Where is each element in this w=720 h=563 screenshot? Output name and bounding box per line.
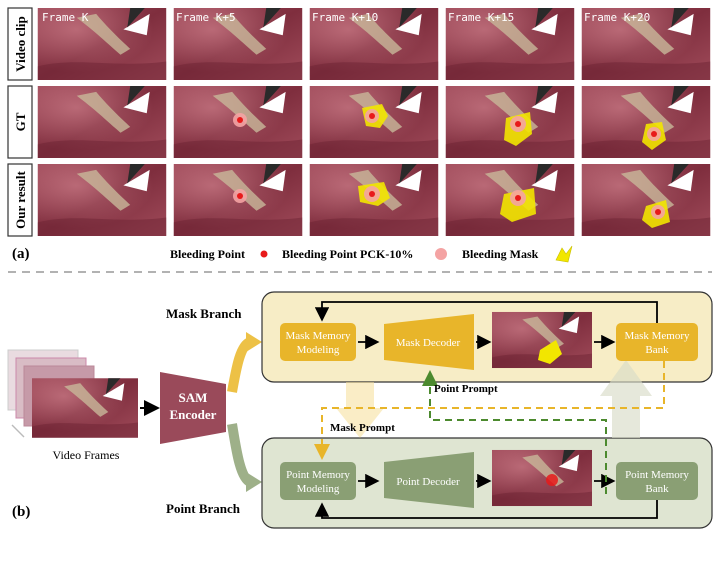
video-frames-label: Video Frames	[53, 448, 120, 462]
row-label-gt: GT	[7, 85, 33, 159]
frame-image	[37, 164, 167, 236]
point-decoder-label: Point Decoder	[396, 476, 460, 488]
encoder-label-sam: SAM	[179, 390, 208, 405]
legend: Bleeding Point Bleeding Point PCK-10% Bl…	[170, 245, 573, 263]
frame-image	[37, 86, 167, 158]
frame-label: Frame K+20	[584, 11, 650, 24]
row-label-our-result: Our result	[7, 163, 33, 237]
row-label-video-clip: Video clip	[7, 7, 33, 81]
result-overlays	[233, 182, 670, 228]
legend-pck: Bleeding Point PCK-10%	[282, 247, 413, 261]
point-branch-title: Point Branch	[166, 501, 241, 516]
mask-memory-modeling-block	[280, 323, 356, 361]
video-frames-stack: Video Frames	[7, 349, 138, 462]
mask-memory-bank-block	[616, 323, 698, 361]
svg-text:GT: GT	[13, 112, 28, 131]
mask-branch-title: Mask Branch	[166, 306, 242, 321]
legend-pck-marker	[435, 248, 447, 260]
mask-decoder-block	[384, 314, 474, 370]
point-to-mask-big-arrow	[600, 360, 652, 438]
point-prompt-line	[422, 370, 607, 494]
mask-output-overlay	[538, 340, 562, 364]
mask-to-point-big-arrow	[336, 382, 384, 438]
point-memory-modeling-label: Modeling	[297, 483, 340, 495]
legend-point-marker	[260, 250, 268, 258]
frame-label: Frame K+15	[448, 11, 514, 24]
point-output-overlay	[546, 474, 558, 486]
panel-b-label: (b)	[12, 504, 30, 520]
sam-encoder: SAM Encoder	[160, 372, 226, 444]
frame-label: Frame K+5	[176, 11, 236, 24]
frames-stack-arrow	[11, 424, 25, 438]
mask-prompt-line	[314, 361, 665, 460]
svg-text:Video clip: Video clip	[13, 16, 28, 72]
panel-b: Video Frames SAM Encoder Mask Branch Poi…	[7, 291, 713, 529]
gt-overlays	[233, 104, 666, 150]
point-memory-modeling-label: Point Memory	[286, 469, 350, 481]
point-memory-bank-label: Bank	[645, 483, 669, 495]
mask-memory-bank-label: Bank	[645, 344, 669, 356]
mask-feedback-arrow	[314, 301, 658, 323]
legend-mask-marker	[555, 245, 573, 263]
encoder-label-encoder: Encoder	[170, 407, 217, 422]
mask-prompt-label: Mask Prompt	[330, 422, 395, 434]
panel-a: Video clip GT Our result	[7, 7, 711, 263]
point-memory-bank-label: Point Memory	[625, 469, 689, 481]
legend-bleeding-point: Bleeding Point	[170, 247, 245, 261]
point-prompt-label: Point Prompt	[434, 383, 498, 395]
mask-memory-modeling-label: Mask Memory	[285, 330, 351, 342]
svg-text:Our result: Our result	[13, 171, 28, 229]
point-memory-modeling-block	[280, 462, 356, 500]
point-memory-bank-block	[616, 462, 698, 500]
frame-image	[581, 164, 711, 236]
panel-a-label: (a)	[12, 246, 30, 262]
mask-memory-modeling-label: Modeling	[297, 344, 340, 356]
mask-memory-bank-label: Mask Memory	[624, 330, 690, 342]
frame-label: Frame K	[42, 11, 89, 24]
legend-mask: Bleeding Mask	[462, 247, 539, 261]
video-frame-image	[32, 378, 138, 438]
frame-image	[581, 86, 711, 158]
frame-label: Frame K+10	[312, 11, 378, 24]
point-output-image	[492, 449, 592, 507]
point-feedback-arrow	[314, 500, 658, 519]
mask-decoder-label: Mask Decoder	[396, 337, 461, 349]
point-decoder-block	[384, 452, 474, 508]
